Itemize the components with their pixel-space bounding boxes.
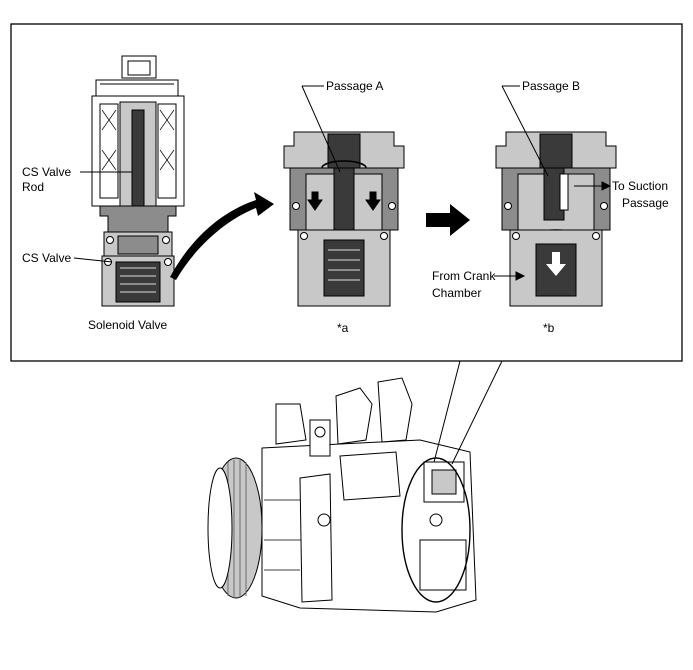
passage-b-label: Passage B: [522, 79, 580, 93]
valve-location-highlight: [401, 457, 471, 603]
cs-valve-rod-label-line1: CS Valve: [22, 165, 71, 179]
passage-a-label: Passage A: [326, 79, 383, 93]
cs-valve-label: CS Valve: [22, 251, 71, 265]
state-transition-arrow-icon: [426, 204, 470, 236]
curved-arrow-icon: [170, 192, 274, 280]
to-suction-label-line1: To Suction: [612, 179, 668, 193]
to-suction-label-line2: Passage: [622, 196, 669, 210]
compressor-illustration: [207, 360, 503, 613]
detail-frame: [10, 23, 683, 362]
state-a-label: *a: [337, 321, 349, 335]
solenoid-valve-label: Solenoid Valve: [88, 318, 167, 332]
state-b-valve-illustration: [494, 85, 617, 307]
state-b-label: *b: [543, 321, 555, 335]
from-crank-label-line1: From Crank: [432, 269, 496, 283]
cs-valve-rod-label-line2: Rod: [22, 180, 44, 194]
from-crank-label-line2: Chamber: [432, 286, 481, 300]
solenoid-valve-illustration: [73, 55, 185, 307]
state-a-valve-illustration: [283, 85, 405, 307]
